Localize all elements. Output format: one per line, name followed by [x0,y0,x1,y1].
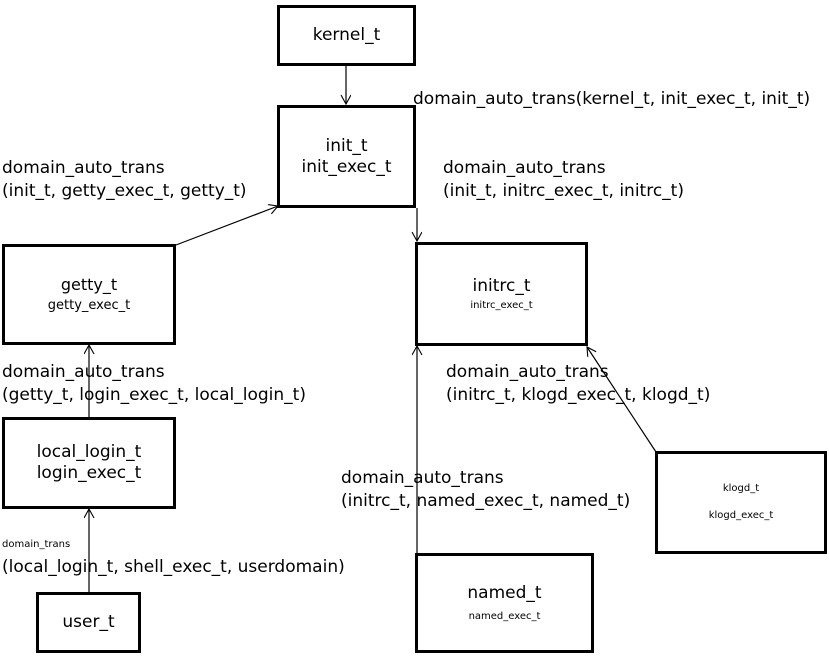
edge-label-initrc-to-named-line1: domain_auto_trans [341,468,504,488]
edge-label-init-to-getty-line1: domain_auto_trans [2,158,165,178]
node-initrc-t-line1: initrc_t [472,275,531,296]
node-klogd-t-line1: klogd_t [722,483,760,495]
edge-label-initrc-to-klogd-line2: (initrc_t, klogd_exec_t, klogd_t) [446,384,711,405]
node-named-t-line2: named_exec_t [468,611,541,623]
edge-label-init-to-getty: domain_auto_trans (init_t, getty_exec_t,… [2,157,247,203]
edge-init-to-getty [175,206,278,246]
node-init-t-line1: init_t [325,135,368,156]
node-kernel-t-line1: kernel_t [312,25,381,46]
edge-label-init-to-getty-line2: (init_t, getty_exec_t, getty_t) [2,180,247,201]
node-init-t-line2: init_exec_t [301,156,392,177]
node-named-t[interactable]: named_t named_exec_t [415,553,594,653]
node-user-t[interactable]: user_t [36,592,141,653]
node-klogd-t-line2: klogd_exec_t [708,509,774,521]
edge-label-initrc-to-klogd-line1: domain_auto_trans [446,362,609,382]
node-initrc-t[interactable]: initrc_t initrc_exec_t [415,242,588,346]
node-named-t-line1: named_t [467,582,542,603]
edge-label-init-to-initrc-line1: domain_auto_trans [443,158,606,178]
node-local-login-t-line1: local_login_t [36,442,142,463]
edge-label-getty-to-local-login-line2: (getty_t, login_exec_t, local_login_t) [2,384,306,405]
node-getty-t-line1: getty_t [60,274,118,294]
edge-label-local-login-to-user-line1: domain_trans [2,539,71,550]
edge-label-initrc-to-named: domain_auto_trans (initrc_t, named_exec_… [341,467,630,513]
edge-label-getty-to-local-login-line1: domain_auto_trans [2,362,165,382]
edge-label-getty-to-local-login: domain_auto_trans (getty_t, login_exec_t… [2,361,306,407]
node-kernel-t[interactable]: kernel_t [277,5,416,66]
node-local-login-t-line2: login_exec_t [36,463,142,483]
edge-label-kernel-to-init-line1: domain_auto_trans(kernel_t, init_exec_t,… [413,89,811,109]
node-klogd-t[interactable]: klogd_t klogd_exec_t [655,451,827,554]
node-getty-t[interactable]: getty_t getty_exec_t [2,244,176,345]
edge-label-initrc-to-named-line2: (initrc_t, named_exec_t, named_t) [341,490,631,511]
edge-label-local-login-to-user: domain_trans (local_login_t, shell_exec_… [2,538,345,578]
node-local-login-t[interactable]: local_login_t login_exec_t [2,417,176,509]
edge-label-local-login-to-user-line2: (local_login_t, shell_exec_t, userdomain… [2,556,345,577]
node-initrc-t-line2: initrc_exec_t [470,300,533,312]
node-user-t-line1: user_t [62,612,115,633]
node-getty-t-line2: getty_exec_t [47,298,131,314]
node-init-t[interactable]: init_t init_exec_t [277,105,416,208]
edge-label-kernel-to-init: domain_auto_trans(kernel_t, init_exec_t,… [413,88,810,111]
edge-label-initrc-to-klogd: domain_auto_trans (initrc_t, klogd_exec_… [446,361,710,407]
edge-label-init-to-initrc: domain_auto_trans (init_t, initrc_exec_t… [443,157,684,203]
edge-label-init-to-initrc-line2: (init_t, initrc_exec_t, initrc_t) [443,180,684,201]
